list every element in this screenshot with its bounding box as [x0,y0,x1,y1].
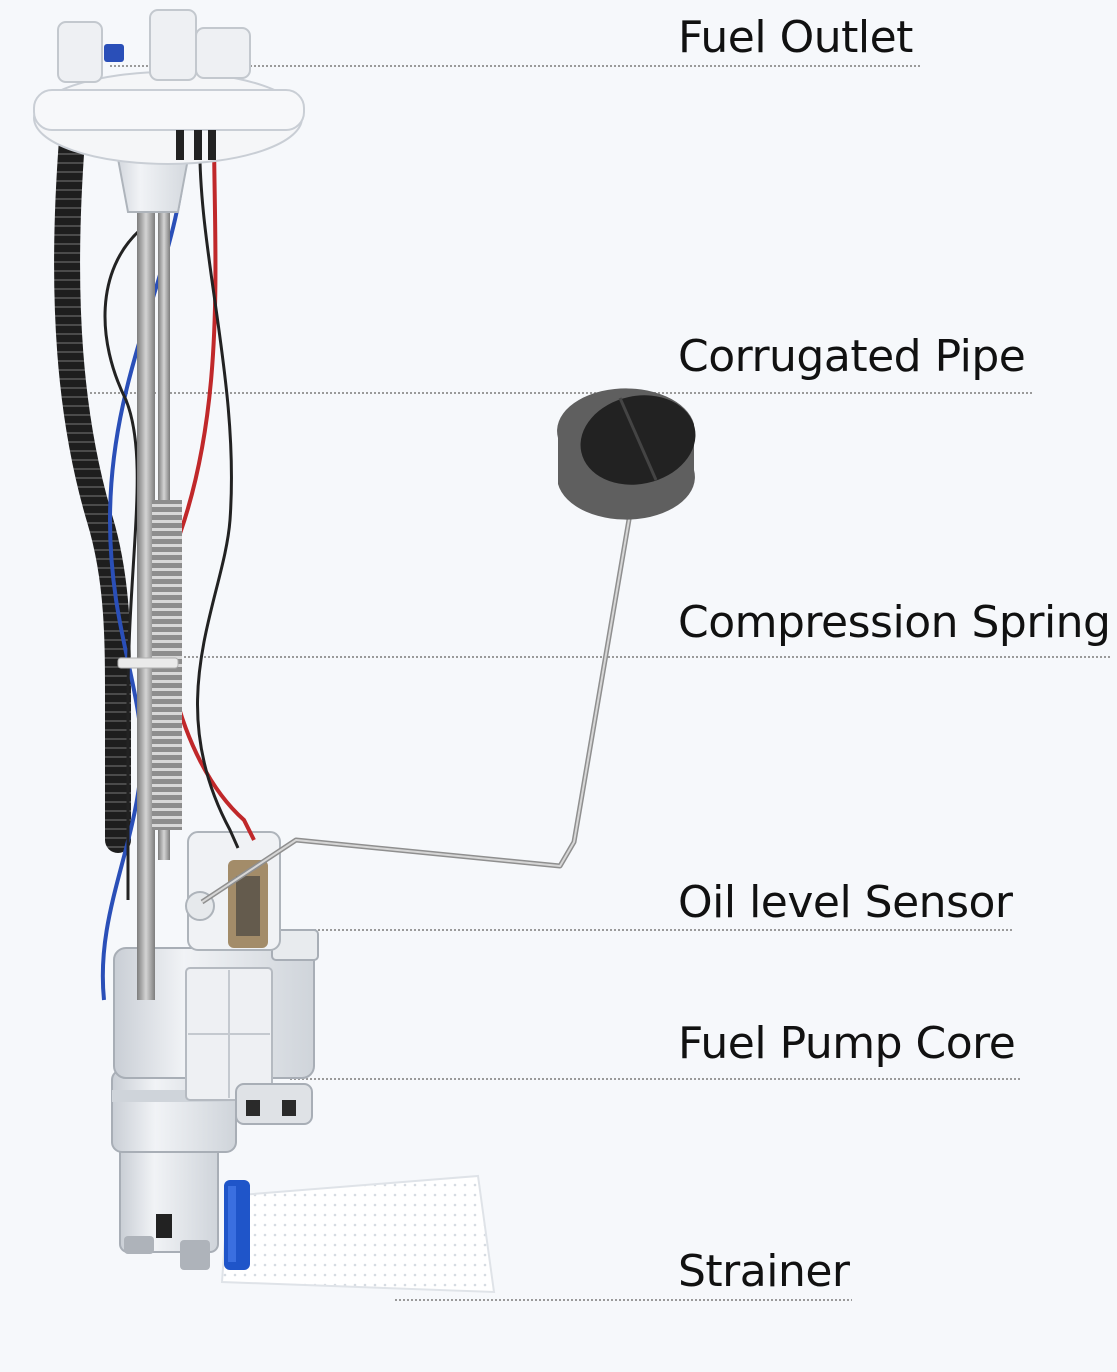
label-oil-level-sensor: Oil level Sensor [678,877,1013,928]
corrugated-pipe-illustration [54,127,131,853]
strainer-clip [224,1180,250,1270]
label-fuel-pump-core: Fuel Pump Core [678,1018,1016,1069]
label-fuel-outlet: Fuel Outlet [678,12,913,63]
label-corrugated-pipe: Corrugated Pipe [678,331,1026,382]
strainer-illustration [220,1174,496,1294]
wires [100,129,256,1001]
float-arm [200,454,643,905]
leader-lines [90,65,1112,1301]
fuel-outlet-illustration [33,9,305,213]
compression-spring-illustration [117,150,182,1000]
label-compression-spring: Compression Spring [678,597,1111,648]
fuel-pump-core-illustration [111,929,319,1270]
oil-level-sensor-illustration [185,831,281,951]
label-strainer: Strainer [678,1246,850,1297]
float-illustration [557,388,696,520]
